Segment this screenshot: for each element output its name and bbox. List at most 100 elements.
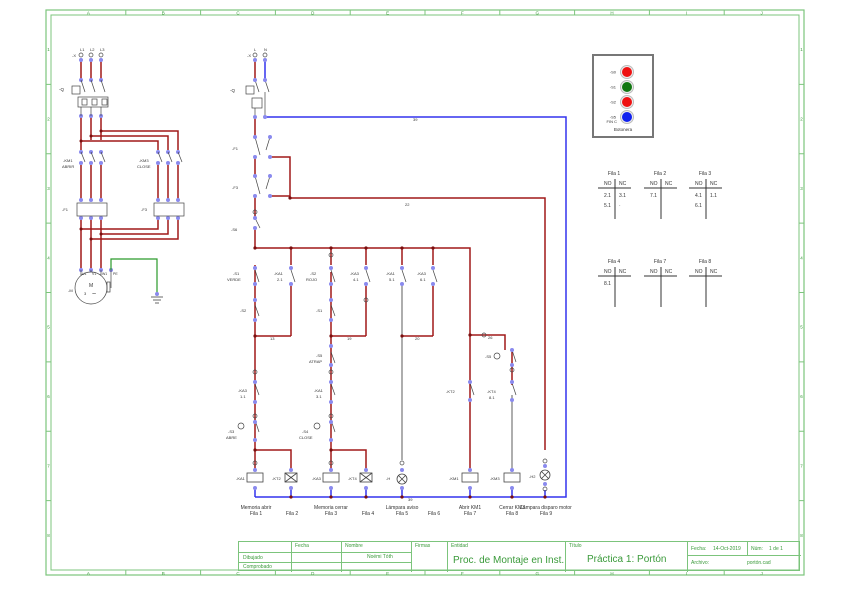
row-fila4: Fila 4 (362, 511, 374, 517)
column-marker-F: F (461, 571, 464, 576)
row-marker-1: 1 (47, 47, 50, 52)
row-marker-5: 5 (47, 325, 50, 330)
contact-ka3-11-ref: 1.1 (240, 394, 246, 399)
wire-tag-26: 26 (488, 335, 493, 340)
row-marker-6: 6 (47, 394, 50, 399)
coil-km3-tag: -KM3 (490, 476, 500, 481)
titulo-value: Práctica 1: Portón (587, 554, 667, 565)
motor-ac-icon: ~ (92, 291, 96, 298)
ctrl-neutral-label: N (264, 47, 267, 52)
row-marker-8: 8 (47, 533, 50, 538)
emergency-stop-label: -S6 (231, 227, 238, 232)
pushbutton-s0[interactable] (622, 67, 632, 77)
column-marker-A: A (87, 571, 90, 576)
archivo-value: portón.cad (747, 560, 771, 566)
ctrl-phase-label: L (254, 47, 257, 52)
power-circuit: -X L1 L2 L3 (59, 47, 185, 305)
column-marker-J: J (760, 571, 762, 576)
row-fila1: Fila 1 (250, 511, 262, 517)
f3-relay-label: -F3 (141, 207, 148, 212)
km3-tag: -KM3 (139, 158, 149, 163)
xref-no-header: NO (650, 181, 658, 187)
contact-ka3-61-ref: 6.1 (420, 277, 426, 282)
column-marker-F: F (461, 11, 464, 16)
motor-phases: 3 (84, 291, 87, 296)
row-marker-1: 1 (800, 47, 803, 52)
row-marker-4: 4 (47, 255, 50, 260)
lamp-h2-tag: -H2 (529, 474, 536, 479)
pushbutton-tag: -S2 (610, 100, 617, 105)
contact-ka1-51-tag: -KA1 (386, 271, 396, 276)
contact-s1b-tag: -S1 (316, 308, 323, 313)
fecha-col-label: Fecha (295, 543, 309, 549)
row-fila5: Fila 5 (396, 511, 408, 517)
row-marker-5: 5 (800, 325, 803, 330)
contact-s2b-tag: -S2 (240, 308, 247, 313)
entidad-value: Proc. de Montaje en Inst. (453, 555, 565, 566)
contact-s4-name: CLOSE (299, 435, 313, 440)
xref-nc-header: NC (619, 269, 627, 275)
row-marker-2: 2 (800, 117, 803, 122)
xref-no-value: 8.1 (604, 281, 611, 287)
column-marker-E: E (386, 11, 389, 16)
contact-kt2-tag: -KT2 (446, 389, 455, 394)
km3-name: CLOSE (137, 164, 151, 169)
row-fila3: Fila 3 (325, 511, 337, 517)
column-marker-J: J (760, 11, 762, 16)
row-fila8: Fila 8 (506, 511, 518, 517)
titulo-label: Título (569, 543, 582, 549)
nombre-col-label: Nombre (345, 543, 363, 549)
coil-km3 (503, 472, 521, 483)
column-marker-C: C (236, 571, 240, 576)
control-circuit: -X L N -Q -F1 -F3 -S6 39 39 (226, 47, 572, 517)
xref-no-header: NO (604, 269, 612, 275)
xref-nc-header: NC (619, 181, 627, 187)
xref-nc-value: 3.1 (619, 193, 626, 199)
column-marker-I: I (686, 11, 687, 16)
row-fila7: Fila 7 (464, 511, 476, 517)
coil-ka1-tag: -KA1 (236, 476, 246, 481)
contact-s3-tag: -S3 (228, 429, 235, 434)
coil-ka1 (246, 472, 264, 483)
contact-s5-name: ATRAP (309, 359, 322, 364)
phase-l3-label: L3 (100, 47, 105, 52)
caption-fila8: Cerrar KM3 (499, 505, 525, 511)
num-value: 1 de 1 (769, 546, 783, 552)
entidad-label: Entidad (451, 543, 468, 549)
coil-kt4-tag: -KT4 (348, 476, 357, 481)
contact-ka3-61-tag: -KA3 (417, 271, 427, 276)
row-fila2: Fila 2 (286, 511, 298, 517)
pushbutton-s2[interactable] (622, 97, 632, 107)
motor-term-pe: PE (113, 272, 118, 276)
sheet-frame (45, 9, 805, 576)
contact-s5-tag: -S5 (316, 353, 323, 358)
xref-nc-value: 1.1 (710, 193, 717, 199)
pushbutton-s5[interactable] (622, 112, 632, 122)
column-marker-G: G (535, 11, 539, 16)
neutral-wire-number: 39 (413, 117, 418, 122)
contact-ka3-41-ref: 4.1 (353, 277, 359, 282)
num-key: Núm: (751, 546, 763, 552)
contact-s1-name: VERDE (227, 277, 241, 282)
title-block: Fecha Nombre Firmas Dibujado Comprobado … (238, 541, 801, 572)
f1-relay-label: -F1 (62, 207, 69, 212)
pushbutton-s1[interactable] (622, 82, 632, 92)
archivo-key: Archivo: (691, 560, 710, 566)
caption-fila5: Lámpara aviso (386, 505, 419, 511)
contact-ka1-21-tag: -KA1 (274, 271, 284, 276)
row-marker-7: 7 (47, 463, 50, 468)
xref-no-header: NO (604, 181, 612, 187)
pushbutton-tag: -S0 (610, 70, 617, 75)
ctrl-supply-terminal: -X (247, 53, 251, 58)
row-marker-4: 4 (800, 255, 803, 260)
neutral-bottom-number: 39 (408, 497, 413, 502)
phase-wire (254, 60, 546, 470)
column-marker-I: I (686, 571, 687, 576)
